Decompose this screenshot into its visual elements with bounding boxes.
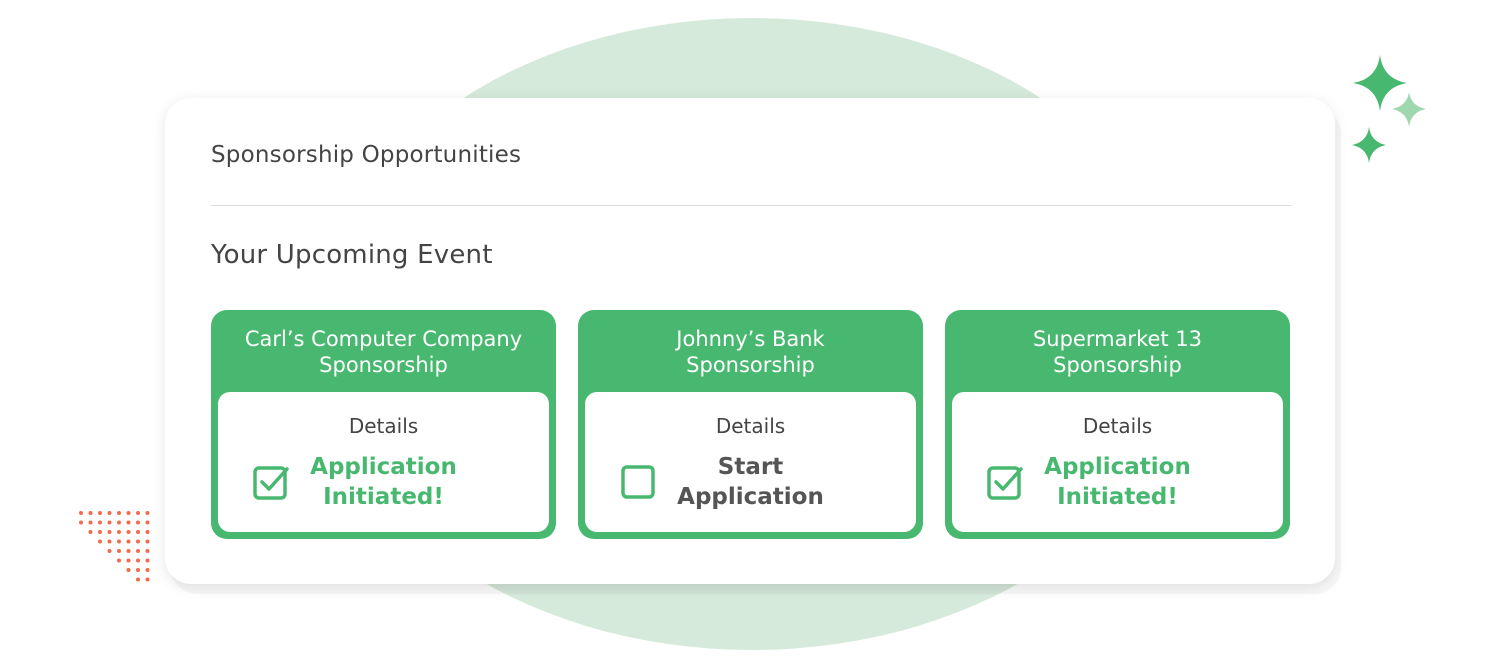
decor-dot: [88, 520, 93, 525]
decor-dot: [126, 549, 131, 553]
decor-dot: [98, 520, 102, 525]
card-title: Carl’s Computer Company Sponsorship: [244, 327, 523, 377]
dot-grid-icon: [79, 511, 150, 582]
application-status-label: Application Initiated!: [310, 454, 457, 510]
title-divider: [211, 205, 1291, 206]
decor-dot: [107, 549, 112, 553]
card-body: Details Application Initiated!: [952, 392, 1283, 532]
decor-dot: [126, 520, 131, 525]
decor-dot: [145, 568, 150, 572]
decor-dot: [117, 549, 121, 553]
sponsorship-card-carls-computer: Carl’s Computer Company Sponsorship Deta…: [211, 310, 556, 539]
decor-dot: [117, 558, 121, 563]
decor-dot: [145, 577, 150, 582]
card-title: Johnny’s Bank Sponsorship: [676, 327, 825, 377]
details-link[interactable]: Details: [1082, 414, 1153, 438]
sponsorship-panel: Sponsorship Opportunities Your Upcoming …: [165, 98, 1335, 584]
decor-dot: [136, 511, 140, 515]
decor-dot: [136, 539, 140, 544]
card-body: Details Application Initiated!: [218, 392, 549, 532]
application-status-button[interactable]: Application Initiated!: [952, 452, 1283, 516]
decor-dot: [145, 539, 150, 544]
decor-dot: [117, 520, 121, 525]
decor-dot: [136, 568, 140, 572]
decor-dot: [145, 530, 150, 534]
decor-dot: [145, 520, 150, 525]
sparkle-icon: [1352, 55, 1426, 163]
application-status-label: Application Initiated!: [1044, 454, 1191, 510]
decor-dot: [98, 511, 102, 515]
decor-dot: [136, 530, 140, 534]
application-status-label: Start Application: [677, 454, 824, 510]
decor-dot: [107, 530, 112, 534]
decor-dot: [98, 530, 102, 534]
card-title: Supermarket 13 Sponsorship: [1032, 327, 1203, 377]
decor-dot: [136, 549, 140, 553]
decor-dot: [136, 577, 140, 582]
decor-dot: [136, 520, 140, 525]
decor-dot: [126, 511, 131, 515]
decor-dot: [145, 549, 150, 553]
details-link[interactable]: Details: [348, 414, 419, 438]
decor-dot: [145, 511, 150, 515]
details-link[interactable]: Details: [715, 414, 786, 438]
checkbox-checked-icon[interactable]: [987, 464, 1023, 500]
decor-dot: [117, 511, 121, 515]
section-title: Your Upcoming Event: [211, 240, 493, 270]
start-application-button[interactable]: Start Application: [585, 452, 916, 516]
checkbox-unchecked-icon[interactable]: [620, 464, 656, 500]
application-status-button[interactable]: Application Initiated!: [218, 452, 549, 516]
decor-dot: [88, 511, 93, 515]
sponsorship-card-johnnys-bank: Johnny’s Bank Sponsorship Details Start …: [578, 310, 923, 539]
card-body: Details Start Application: [585, 392, 916, 532]
checkbox-checked-icon[interactable]: [253, 464, 289, 500]
panel-title: Sponsorship Opportunities: [211, 142, 522, 168]
decor-dot: [126, 568, 131, 572]
decor-dot: [136, 558, 140, 563]
decor-dot: [107, 520, 112, 525]
decor-dot: [126, 539, 131, 544]
decor-dot: [79, 520, 83, 525]
decor-dot: [117, 539, 121, 544]
decor-dot: [117, 530, 121, 534]
decor-dot: [98, 539, 102, 544]
decor-dot: [126, 530, 131, 534]
sponsorship-card-supermarket-13: Supermarket 13 Sponsorship Details Appli…: [945, 310, 1290, 539]
decor-dot: [126, 558, 131, 563]
decor-dot: [107, 511, 112, 515]
decor-dot: [79, 511, 83, 515]
decor-dot: [145, 558, 150, 563]
decor-dot: [88, 530, 93, 534]
decor-dot: [107, 539, 112, 544]
